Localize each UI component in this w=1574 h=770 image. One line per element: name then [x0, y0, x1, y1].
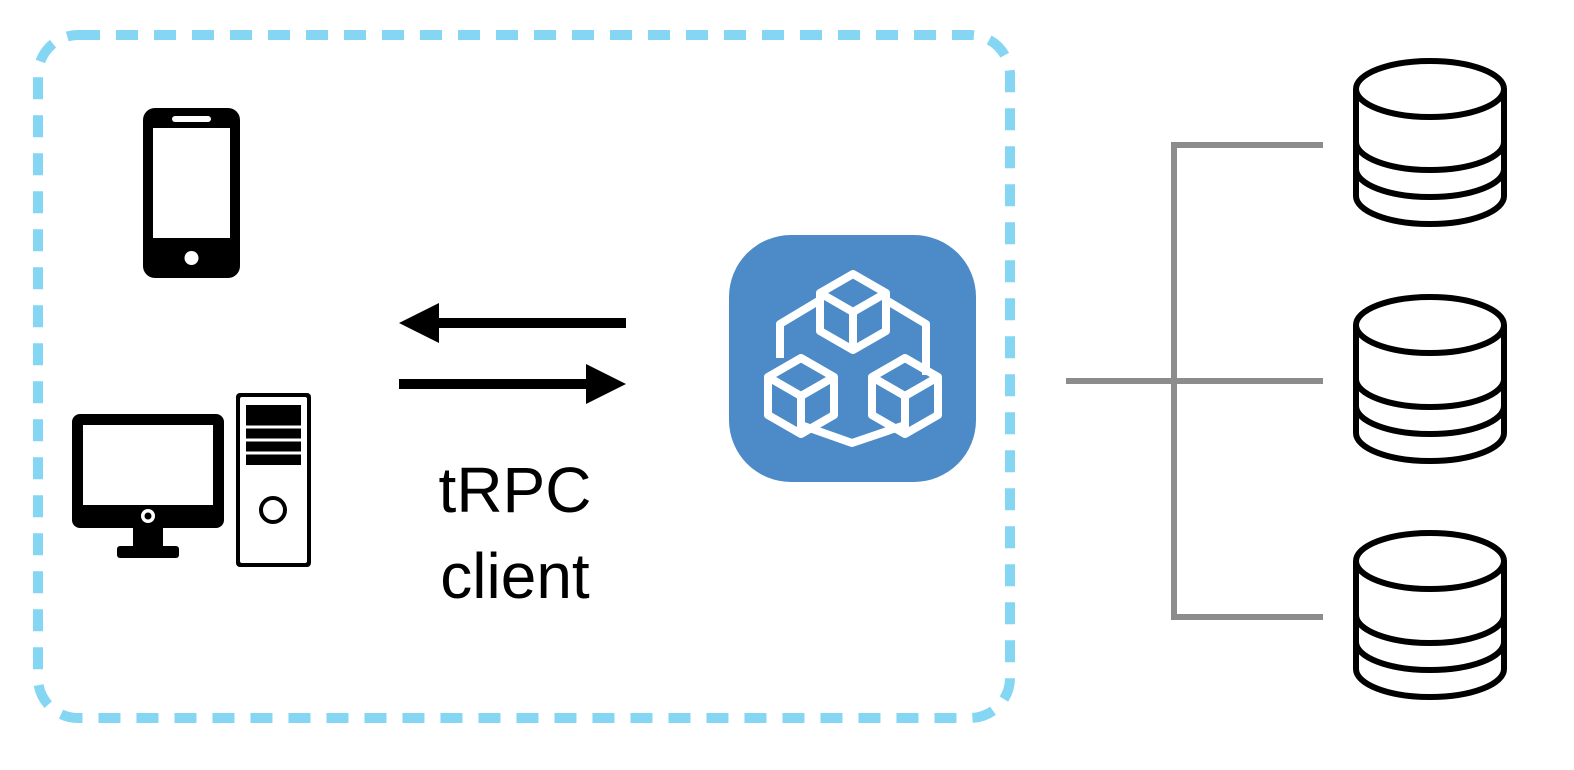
database-icon [1353, 530, 1507, 700]
database-icon [1353, 294, 1507, 464]
desktop-computer-icon [72, 393, 311, 567]
request-arrow [399, 364, 626, 404]
client-boundary [33, 30, 1015, 723]
database-icon [1353, 58, 1507, 227]
client-label: client [440, 540, 590, 612]
tower-icon [236, 393, 311, 567]
response-arrow [399, 303, 626, 343]
monitor-icon [72, 414, 224, 558]
service-cubes-icon [729, 235, 976, 482]
smartphone-icon [143, 108, 240, 278]
database-connector [1066, 142, 1323, 620]
trpc-label: tRPC [438, 454, 592, 526]
